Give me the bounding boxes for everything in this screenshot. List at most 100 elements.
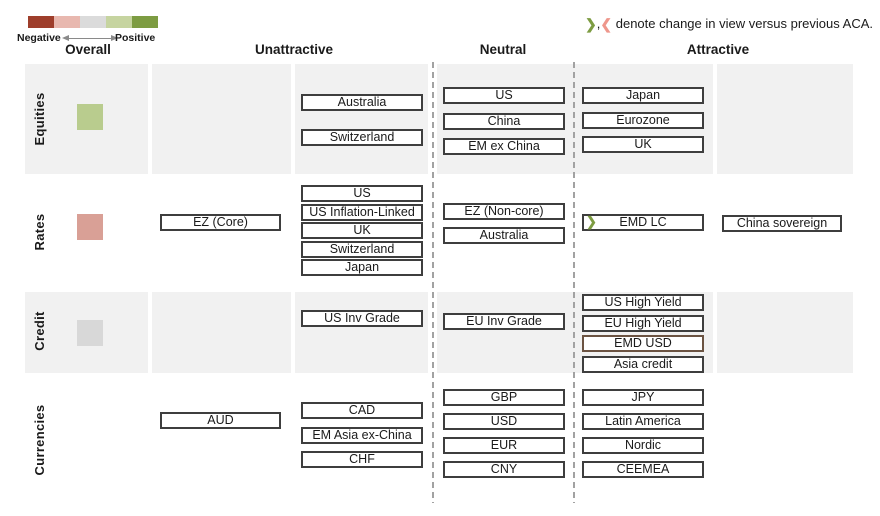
legend-positive-label: Positive	[115, 32, 156, 44]
asset-box-label: Australia	[479, 228, 529, 242]
asset-box-label: USD	[490, 414, 518, 428]
asset-box-label: Latin America	[605, 414, 681, 428]
asset-box-label: Japan	[625, 88, 661, 102]
asset-box: Latin America	[582, 413, 704, 430]
overall-rating-square-equities	[77, 104, 103, 130]
overall-rating-square-rates	[77, 214, 103, 240]
asset-box-label: EMD USD	[614, 336, 672, 350]
asset-box-label: AUD	[207, 413, 234, 427]
asset-box: EM ex China	[443, 138, 565, 155]
asset-box: UK	[582, 136, 704, 153]
asset-box: US Inflation-Linked	[301, 204, 423, 221]
asset-box: EZ (Core)	[160, 214, 281, 231]
legend-swatch-strong-positive	[132, 16, 158, 28]
asset-box: EU Inv Grade	[443, 313, 565, 330]
asset-box-label: CNY	[490, 462, 518, 476]
asset-box: CNY	[443, 461, 565, 478]
asset-box: Japan	[301, 259, 423, 276]
asset-box-label: Asia credit	[613, 357, 673, 371]
legend-swatch-neutral	[80, 16, 106, 28]
asset-box: Australia	[443, 227, 565, 244]
asset-box-label: Japan	[344, 260, 380, 274]
asset-box-label: US Inflation-Linked	[309, 205, 415, 219]
asset-box-label: China	[487, 114, 521, 128]
asset-box-label: China sovereign	[736, 216, 828, 230]
asset-box: US	[301, 185, 423, 202]
legend-arrow	[62, 35, 118, 41]
asset-box: EUR	[443, 437, 565, 454]
row-label-currencies: Currencies	[32, 404, 47, 476]
note-separator: ,	[596, 16, 601, 31]
asset-box-label: US High Yield	[604, 295, 682, 309]
asset-box-label: JPY	[631, 390, 655, 404]
asset-box: GBP	[443, 389, 565, 406]
asset-box: Australia	[301, 94, 423, 111]
legend-negative-label: Negative	[17, 32, 61, 44]
asset-box: ❯ EMD LC	[582, 214, 704, 231]
asset-box: Eurozone	[582, 112, 704, 129]
asset-box: CEEMEA	[582, 461, 704, 478]
neutral-zone-left-divider	[432, 62, 434, 503]
asset-box: JPY	[582, 389, 704, 406]
asset-box: USD	[443, 413, 565, 430]
neutral-zone-right-divider	[573, 62, 575, 503]
asset-box: China	[443, 113, 565, 130]
row-label-rates: Rates	[32, 213, 47, 251]
asset-box-label: UK	[353, 223, 371, 237]
asset-box-label: EZ (Core)	[193, 215, 248, 229]
asset-box-label: US Inv Grade	[324, 311, 400, 325]
change-note: ❯,❮ denote change in view versus previou…	[585, 16, 873, 31]
legend-swatch-negative	[54, 16, 80, 28]
decrease-chevron-icon: ❮	[600, 15, 613, 32]
row-band-equities	[295, 64, 428, 174]
row-label-equities: Equities	[32, 92, 47, 146]
asset-box-label: Switzerland	[329, 242, 395, 256]
overall-rating-square-credit	[77, 320, 103, 346]
asset-box-label: Switzerland	[329, 130, 395, 144]
asset-box-label: EUR	[490, 438, 518, 452]
increase-chevron-icon: ❯	[585, 15, 597, 32]
asset-box-label: CHF	[349, 452, 375, 466]
legend-swatch-positive	[106, 16, 132, 28]
row-band-credit	[152, 292, 291, 373]
asset-box: Japan	[582, 87, 704, 104]
asset-box-label: US	[353, 186, 371, 200]
asset-box: EMD USD	[582, 335, 704, 352]
column-header-attractive: Attractive	[686, 42, 750, 57]
asset-box: EZ (Non-core)	[443, 203, 565, 220]
asset-box-label: EU High Yield	[604, 316, 682, 330]
asset-box: AUD	[160, 412, 281, 429]
asset-box-label: EM ex China	[468, 139, 540, 153]
legend-swatches	[28, 16, 158, 28]
column-header-neutral: Neutral	[479, 42, 527, 57]
asset-box-label: UK	[634, 137, 652, 151]
asset-box: US High Yield	[582, 294, 704, 311]
asset-box: US	[443, 87, 565, 104]
asset-box: EM Asia ex-China	[301, 427, 423, 444]
asset-box-label: Australia	[337, 95, 387, 109]
column-header-overall: Overall	[65, 42, 111, 57]
asset-box-label: CAD	[348, 403, 376, 417]
legend-swatch-strong-negative	[28, 16, 54, 28]
asset-box: CHF	[301, 451, 423, 468]
asset-box: Nordic	[582, 437, 704, 454]
asset-box-label: Nordic	[624, 438, 662, 452]
asset-box-label: EM Asia ex-China	[312, 428, 412, 442]
row-band-credit	[717, 292, 853, 373]
row-label-credit: Credit	[32, 311, 47, 351]
asset-box-label: CEEMEA	[616, 462, 670, 476]
row-band-credit	[295, 292, 428, 373]
asset-box: US Inv Grade	[301, 310, 423, 327]
asset-box-label: EMD LC	[619, 215, 667, 229]
asset-box-label: EZ (Non-core)	[464, 204, 544, 218]
asset-box: UK	[301, 222, 423, 239]
asset-box-label: EU Inv Grade	[466, 314, 542, 328]
asset-box-label: US	[495, 88, 513, 102]
asset-box: Switzerland	[301, 129, 423, 146]
asset-box: China sovereign	[722, 215, 842, 232]
row-band-equities	[152, 64, 291, 174]
asset-box-label: Eurozone	[616, 113, 670, 127]
change-up-icon: ❯	[586, 214, 597, 229]
asset-box: Asia credit	[582, 356, 704, 373]
note-text: denote change in view versus previous AC…	[612, 16, 873, 31]
